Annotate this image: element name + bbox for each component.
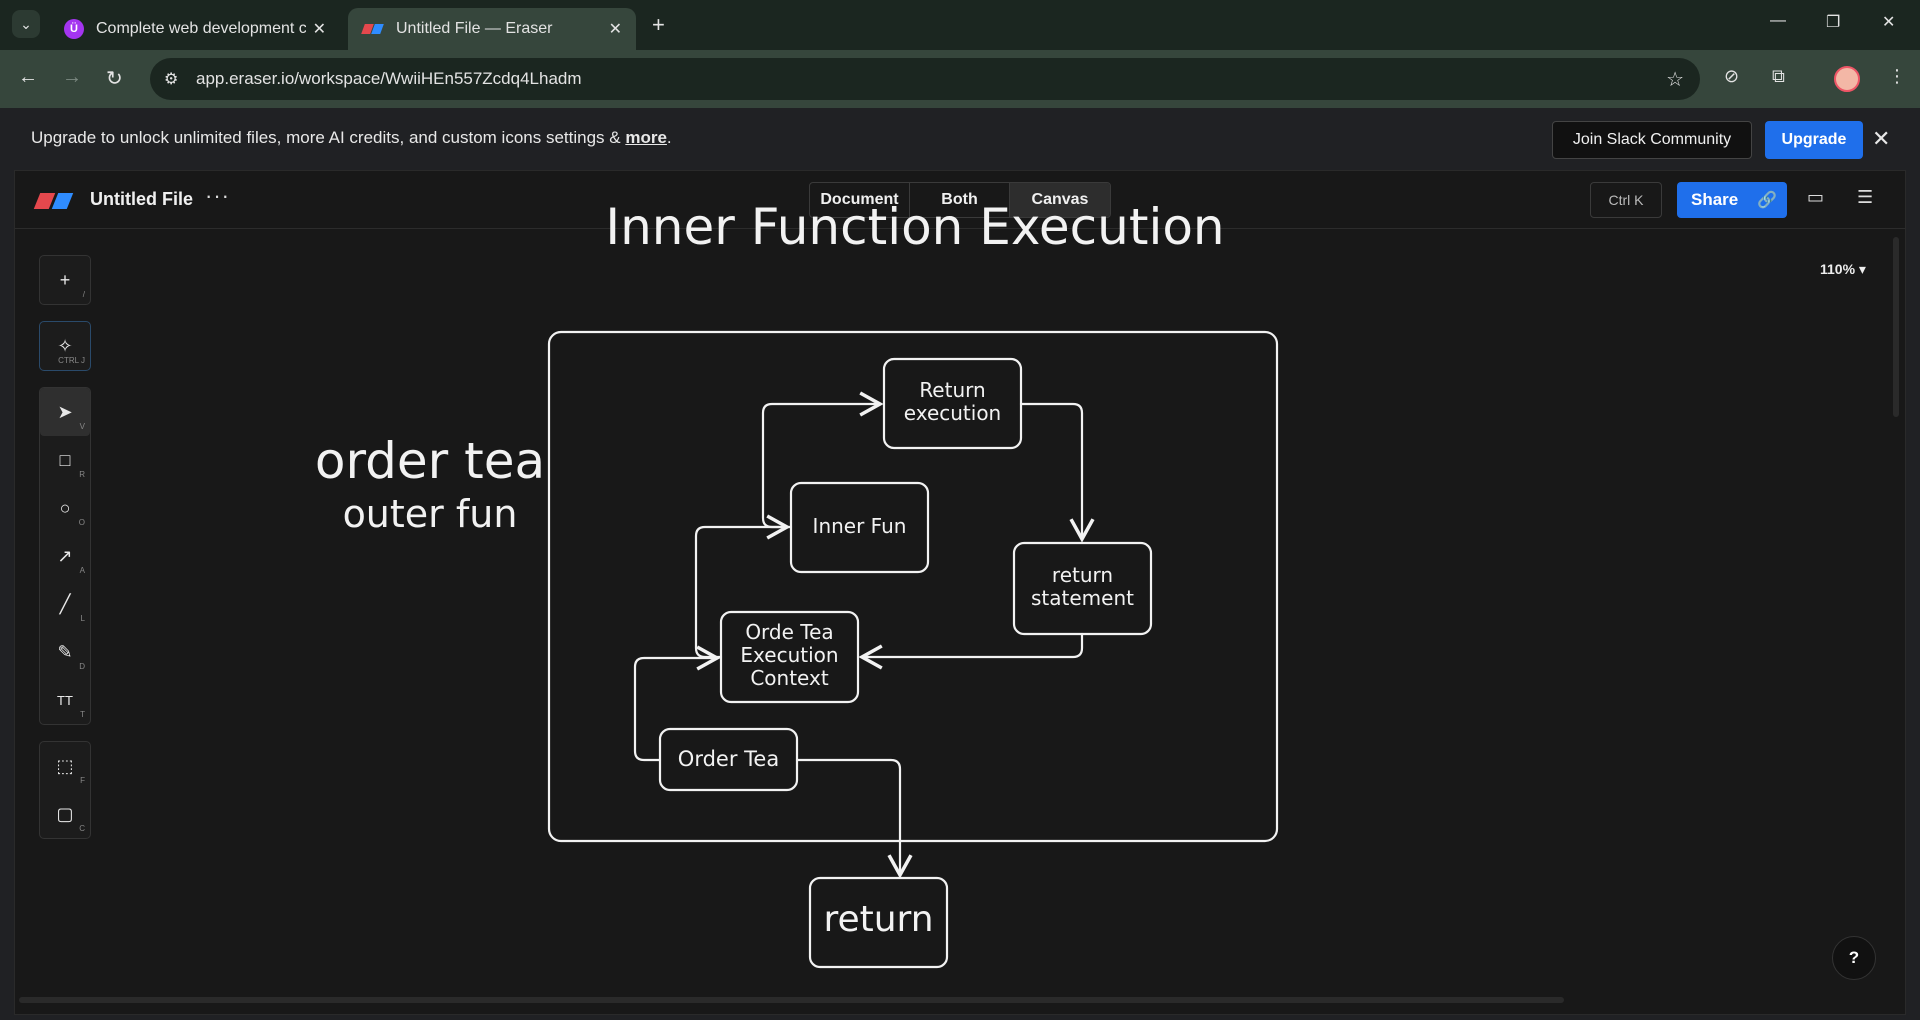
new-tab-plus-icon[interactable]: +: [652, 12, 665, 37]
tab-udemy[interactable]: Ü Complete web development co ✕: [50, 8, 340, 50]
outline-panel-icon[interactable]: ☰: [1857, 187, 1874, 207]
close-icon[interactable]: ✕: [1872, 126, 1891, 151]
tab-eraser[interactable]: Untitled File — Eraser ✕: [348, 8, 636, 50]
restore-icon[interactable]: ❐: [1826, 14, 1841, 31]
more-options-icon[interactable]: ···: [205, 183, 230, 208]
url-text[interactable]: app.eraser.io/workspace/WwiiHEn557Zcdq4L…: [196, 69, 582, 88]
tab-document[interactable]: Document: [810, 183, 910, 217]
udemy-icon: Ü: [64, 19, 84, 39]
select-cursor-icon[interactable]: ➤V: [40, 388, 90, 436]
outer-label-line1[interactable]: order tea: [314, 432, 546, 490]
window-close-icon[interactable]: ✕: [1882, 14, 1896, 31]
vertical-scrollbar[interactable]: [1893, 237, 1899, 417]
tab-canvas[interactable]: Canvas: [1010, 183, 1110, 217]
node-execution-context-label: Orde Tea Execution Context: [740, 620, 839, 690]
site-info-icon[interactable]: ⚙: [164, 71, 179, 88]
edge-statement-to-context[interactable]: [858, 632, 1084, 670]
kebab-menu-icon[interactable]: ⋮: [1888, 66, 1906, 86]
eraser-icon: [361, 22, 384, 36]
app-header: Untitled File ··· Document Both Canvas C…: [15, 171, 1905, 229]
upgrade-button[interactable]: Upgrade: [1765, 121, 1863, 159]
rectangle-icon[interactable]: □R: [59, 449, 85, 480]
node-return-execution-label: Return execution: [903, 378, 1002, 425]
browser-tab-strip: ⌄ Ü Complete web development co ✕ Untitl…: [0, 0, 1920, 50]
diagram-canvas[interactable]: [15, 171, 1905, 1014]
banner-text: Upgrade to unlock unlimited files, more …: [31, 128, 672, 147]
edge-inner-to-return-execution[interactable]: [761, 391, 884, 529]
edge-order-to-return[interactable]: [795, 758, 913, 879]
pen-icon[interactable]: ✎D: [57, 641, 85, 672]
join-slack-button[interactable]: Join Slack Community: [1552, 121, 1752, 159]
tab-both[interactable]: Both: [910, 183, 1010, 217]
reload-icon[interactable]: ↻: [106, 68, 123, 90]
link-icon[interactable]: 🔗: [1757, 192, 1777, 209]
close-icon[interactable]: ✕: [608, 21, 622, 38]
back-arrow-icon[interactable]: ←: [18, 66, 38, 88]
address-bar[interactable]: ⚙ app.eraser.io/workspace/WwiiHEn557Zcdq…: [150, 58, 1700, 100]
profile-avatar[interactable]: [1834, 66, 1860, 92]
zoom-level[interactable]: 110% ▾: [1820, 261, 1866, 277]
node-return-label: return: [823, 899, 934, 940]
more-link[interactable]: more: [625, 128, 667, 147]
ai-tool-group: ✧CTRL J: [39, 321, 91, 371]
tab-search-chevron-icon[interactable]: ⌄: [12, 10, 40, 38]
ai-sparkle-icon[interactable]: ✧CTRL J: [57, 335, 85, 366]
extension-blocked-icon[interactable]: ⊘: [1724, 66, 1740, 86]
add-tool-group: +/: [39, 255, 91, 305]
horizontal-scrollbar[interactable]: [19, 997, 1564, 1003]
edge-order-to-context[interactable]: [633, 645, 721, 762]
close-icon[interactable]: ✕: [312, 21, 326, 38]
command-palette-button[interactable]: Ctrl K: [1590, 182, 1662, 218]
file-name[interactable]: Untitled File: [90, 189, 193, 209]
eraser-app: Untitled File ··· Document Both Canvas C…: [14, 170, 1906, 1015]
browser-toolbar: ← → ↻ ⚙ app.eraser.io/workspace/WwiiHEn5…: [0, 50, 1920, 108]
bookmark-star-icon[interactable]: ☆: [1666, 69, 1684, 91]
edge-return-execution-to-statement[interactable]: [1019, 402, 1095, 543]
minimize-icon[interactable]: —: [1770, 12, 1786, 29]
ellipse-icon[interactable]: ○O: [59, 497, 85, 528]
add-plus-icon[interactable]: +/: [59, 269, 85, 300]
line-icon[interactable]: ╱L: [59, 593, 85, 624]
comment-icon[interactable]: ▭: [1807, 187, 1825, 207]
share-button[interactable]: Share🔗: [1677, 182, 1787, 218]
outer-function-frame[interactable]: [547, 330, 1279, 843]
frame-icon[interactable]: ⬚F: [56, 755, 85, 786]
view-switcher: Document Both Canvas: [809, 182, 1111, 218]
tab-title: Untitled File — Eraser: [396, 20, 553, 37]
node-return-statement-label: return statement: [1031, 563, 1134, 610]
node-order-tea-label: Order Tea: [677, 747, 780, 771]
frame-tools: ⬚F ▢C: [39, 741, 91, 839]
help-button[interactable]: ?: [1832, 936, 1876, 980]
node-inner-fun-label: Inner Fun: [812, 514, 907, 538]
puzzle-icon[interactable]: ⧉: [1772, 66, 1785, 86]
diagram-title[interactable]: Inner Function Execution: [605, 198, 1225, 256]
arrow-icon[interactable]: ↗A: [57, 545, 85, 576]
edge-context-to-inner[interactable]: [694, 514, 791, 659]
outer-label-line2[interactable]: outer fun: [342, 492, 518, 536]
node-return[interactable]: [808, 876, 949, 969]
comment-icon[interactable]: ▢C: [56, 803, 85, 834]
upgrade-banner: Upgrade to unlock unlimited files, more …: [0, 108, 1920, 170]
tab-title: Complete web development co: [96, 20, 306, 37]
forward-arrow-icon[interactable]: →: [62, 66, 82, 88]
